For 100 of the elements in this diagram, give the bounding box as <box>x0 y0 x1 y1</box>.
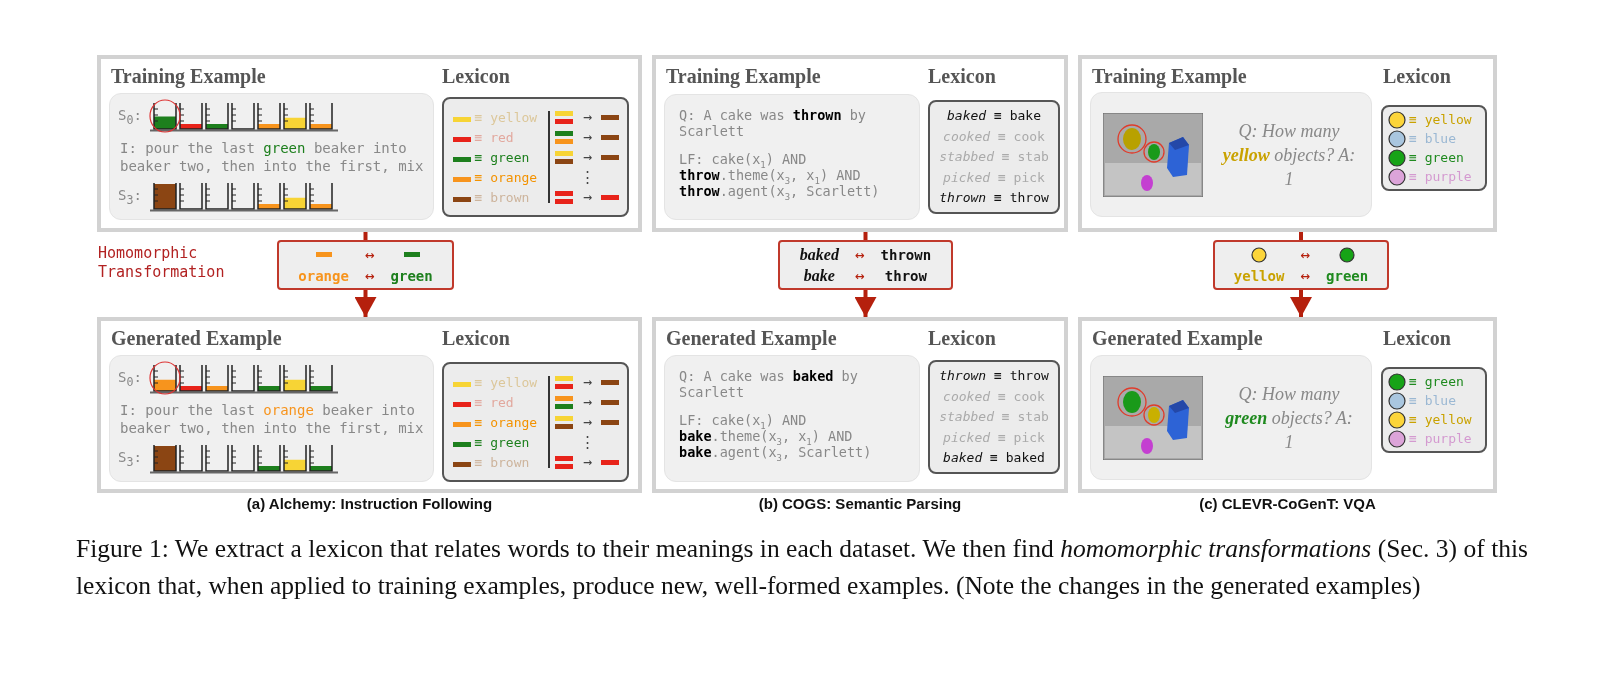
example-panel <box>1078 55 1497 232</box>
example-box <box>664 355 920 482</box>
mapping-arrow: → <box>583 453 592 471</box>
mapping-arrow: → <box>583 188 592 206</box>
lexicon-box <box>928 100 1060 214</box>
lexicon-entry: ≡ green <box>1409 150 1464 165</box>
panel-heading: Training Example <box>1092 65 1247 88</box>
example-box <box>664 94 920 220</box>
word-text: thrown <box>880 246 932 263</box>
annotation-text: Homomorphic Transformation <box>98 244 226 282</box>
lexicon-entry: ≡ yellow <box>1409 412 1472 427</box>
panel-heading: Lexicon <box>442 65 510 88</box>
example-box <box>1090 92 1372 217</box>
transformation-box <box>778 240 953 290</box>
swap-arrow: ↔ <box>1300 265 1311 286</box>
panel-heading: Training Example <box>111 65 266 88</box>
lexicon-box <box>928 360 1060 474</box>
panel-heading: Generated Example <box>111 327 282 350</box>
instruction-text: I: pour the last green beaker into beaker two, then into the first, mix <box>120 139 425 175</box>
lexicon-box <box>1381 367 1487 453</box>
lexicon-box <box>1381 105 1487 191</box>
example-panel <box>652 55 1068 232</box>
lexicon-entry: ≡ red <box>474 394 515 410</box>
question-text: Q: How many yellow objects? A: 1 <box>1220 119 1357 191</box>
ellipsis: ⋮ <box>580 168 595 186</box>
word-text: yellow <box>1233 267 1285 284</box>
panel-heading: Generated Example <box>1092 327 1263 350</box>
swap-arrow: ↔ <box>364 244 375 265</box>
example-panel <box>652 317 1068 493</box>
lexicon-entry: baked ≡ bake <box>947 107 1041 126</box>
panel-heading: Lexicon <box>928 327 996 350</box>
example-panel <box>1078 317 1497 493</box>
mapping-arrow: → <box>583 148 592 166</box>
subfigure-caption: (c) CLEVR-CoGenT: VQA <box>1198 494 1377 513</box>
lexicon-entry: ≡ yellow <box>1409 112 1472 127</box>
example-panel <box>97 317 642 493</box>
state-label: S$_{3}$: <box>118 449 142 469</box>
lexicon-entry: ≡ green <box>474 434 531 450</box>
lexicon-entry: ≡ green <box>474 149 531 165</box>
mapping-arrow: → <box>583 108 592 126</box>
state-label: S$_{0}$: <box>118 369 142 389</box>
lexicon-entry: ≡ green <box>1409 374 1464 389</box>
word-text: bake <box>803 266 835 285</box>
mapping-arrow: → <box>583 393 592 411</box>
transformation-box <box>277 240 454 290</box>
lexicon-entry: ≡ blue <box>1409 131 1456 146</box>
lexicon-box <box>442 97 629 217</box>
lexicon-entry: ≡ yellow <box>474 109 539 125</box>
swap-arrow: ↔ <box>854 244 865 265</box>
lexicon-entry: ≡ orange <box>474 169 539 185</box>
lexicon-entry: baked ≡ baked <box>943 449 1045 468</box>
lexicon-entry: ≡ orange <box>474 414 539 430</box>
state-label: S$_{0}$: <box>118 107 142 127</box>
lexicon-entry: thrown ≡ throw <box>939 367 1049 386</box>
code-text: Q: A cake was baked by Scarlett <box>679 368 859 400</box>
transformation-box <box>1213 240 1389 290</box>
lexicon-entry: picked ≡ pick <box>943 428 1045 447</box>
mapping-arrow: → <box>583 128 592 146</box>
lexicon-entry: cooked ≡ cook <box>943 387 1045 406</box>
example-box <box>1090 355 1372 480</box>
lexicon-entry: ≡ brown <box>474 454 531 470</box>
ellipsis: ⋮ <box>580 433 595 451</box>
lexicon-entry: ≡ red <box>474 129 515 145</box>
code-text: LF: cake(x$_{1}$) AND bake.theme(x$_{3}$, x$_{1}$) AND bake.agent(x$_{3}$, Scarlett) <box>679 412 873 460</box>
swap-arrow: ↔ <box>364 265 375 286</box>
mapping-arrow: → <box>583 373 592 391</box>
example-panel <box>97 55 642 232</box>
word-text: throw <box>884 267 927 284</box>
word-text: baked <box>799 245 839 264</box>
panel-heading: Lexicon <box>442 327 510 350</box>
state-label: S$_{3}$: <box>118 187 142 207</box>
figure-caption: Figure 1: We extract a lexicon that relates words to their meanings in each dataset. We then find homomorphic transformations (Sec. 3) of this lexicon that, when applied to training examples, produce new, well-formed examples. (Note the changes in the generated examples) <box>76 533 1528 602</box>
subfigure-caption: (b) COGS: Semantic Parsing <box>757 494 963 513</box>
word-text: green <box>1326 267 1369 284</box>
mapping-arrow: → <box>583 413 592 431</box>
panel-heading: Training Example <box>666 65 821 88</box>
code-text: Q: A cake was thrown by Scarlett <box>679 107 867 139</box>
word-text: green <box>390 267 433 284</box>
lexicon-entry: stabbed ≡ stab <box>939 148 1049 167</box>
lexicon-entry: cooked ≡ cook <box>943 127 1045 146</box>
lexicon-entry: ≡ purple <box>1409 169 1472 184</box>
word-text: orange <box>298 267 349 284</box>
example-box <box>109 355 434 482</box>
panel-heading: Lexicon <box>1383 65 1451 88</box>
lexicon-entry: ≡ purple <box>1409 431 1472 446</box>
example-box <box>109 93 434 220</box>
swap-arrow: ↔ <box>854 265 865 286</box>
lexicon-entry: ≡ brown <box>474 189 531 205</box>
lexicon-box <box>442 362 629 482</box>
instruction-text: I: pour the last orange beaker into beaker two, then into the first, mix <box>120 401 425 437</box>
swap-arrow: ↔ <box>1300 244 1311 265</box>
panel-heading: Generated Example <box>666 327 837 350</box>
lexicon-entry: ≡ yellow <box>474 374 539 390</box>
panel-heading: Lexicon <box>1383 327 1451 350</box>
lexicon-entry: picked ≡ pick <box>943 168 1045 187</box>
panel-heading: Lexicon <box>928 65 996 88</box>
lexicon-entry: ≡ blue <box>1409 393 1456 408</box>
lexicon-entry: thrown ≡ throw <box>939 189 1049 208</box>
code-text: LF: cake(x$_{1}$) AND throw.theme(x$_{3}$, x$_{1}$) AND throw.agent(x$_{3}$, Scarlett) <box>679 151 881 199</box>
question-text: Q: How many green objects? A: 1 <box>1224 382 1354 454</box>
